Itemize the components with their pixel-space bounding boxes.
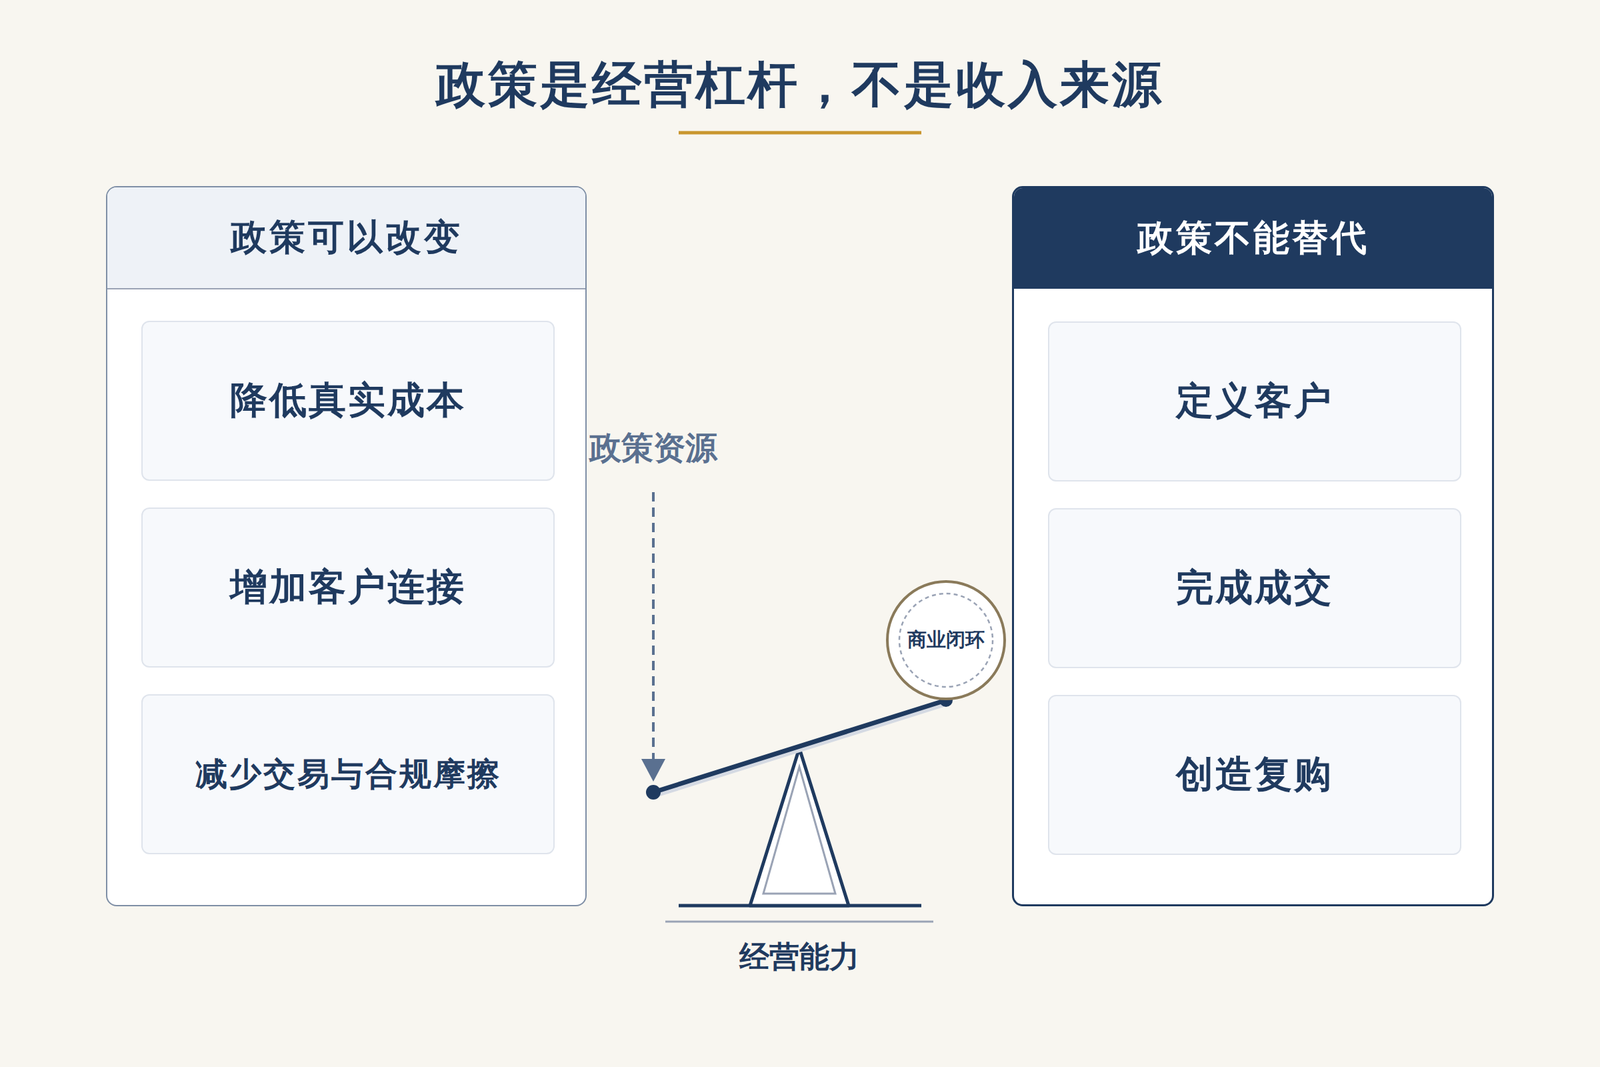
fulcrum-inner <box>763 766 836 894</box>
resource-arrow <box>652 492 655 762</box>
item-text: 减少交易与合规摩擦 <box>195 752 502 796</box>
item-box: 减少交易与合规摩擦 <box>141 694 555 854</box>
title-underline <box>678 131 922 135</box>
fulcrum <box>750 748 849 906</box>
goal-circle: 商业闭环 <box>884 578 1008 702</box>
group-panel: 政策可以改变降低真实成本增加客户连接减少交易与合规摩擦 <box>106 186 587 906</box>
item-text: 定义客户 <box>1176 376 1334 427</box>
lever-end <box>646 784 661 800</box>
item-box: 定义客户 <box>1048 321 1462 482</box>
annotation-label: 政策资源 <box>586 426 720 470</box>
annotation-label: 经营能力 <box>732 936 866 977</box>
item-text: 完成成交 <box>1176 562 1334 614</box>
circle-label: 商业闭环 <box>907 626 985 654</box>
resource-arrowhead <box>641 758 666 782</box>
item-box: 创造复购 <box>1048 694 1462 855</box>
lever-beam <box>653 700 946 792</box>
item-text: 创造复购 <box>1176 749 1334 800</box>
item-box: 增加客户连接 <box>141 507 555 668</box>
item-box: 完成成交 <box>1048 508 1462 668</box>
lever-shadow <box>653 704 946 796</box>
panel-heading: 政策可以改变 <box>107 187 586 290</box>
item-text: 增加客户连接 <box>230 562 466 613</box>
panel-heading: 政策不能替代 <box>1014 188 1492 289</box>
diagram-title: 政策是经营杠杆，不是收入来源 <box>0 52 1600 119</box>
group-panel: 政策不能替代定义客户完成成交创造复购 <box>1012 186 1494 906</box>
item-box: 降低真实成本 <box>141 320 555 481</box>
base-line <box>665 920 934 923</box>
item-text: 降低真实成本 <box>230 375 466 426</box>
